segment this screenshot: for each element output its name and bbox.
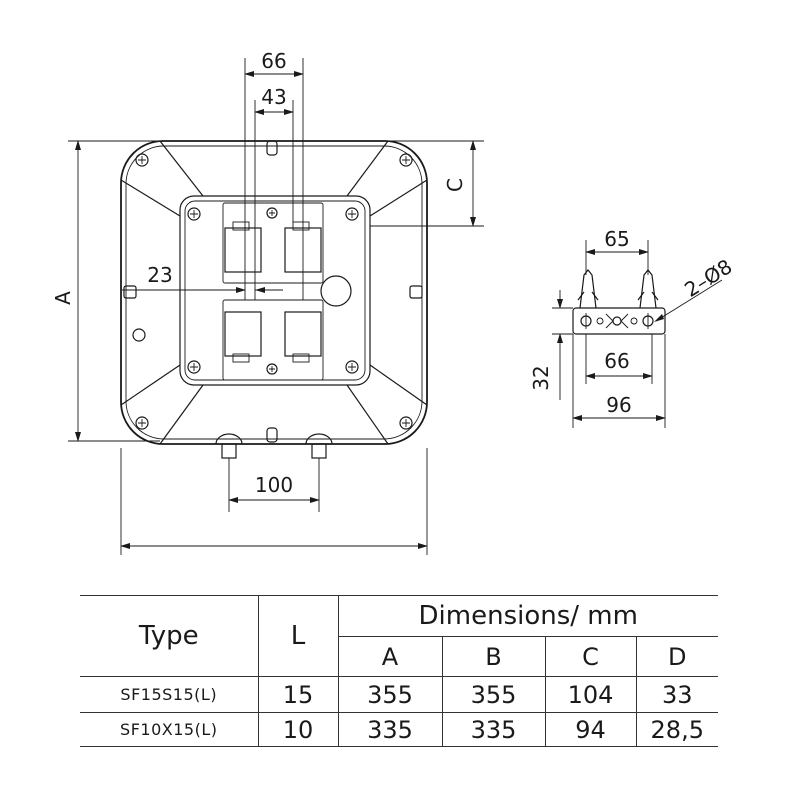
inner-panel	[179, 195, 371, 386]
dim-label-96: 96	[606, 393, 631, 417]
row-b: 335	[441, 712, 546, 747]
table-row: SF15S15(L) 15 355 355 104 33	[80, 676, 718, 713]
dim-label-100: 100	[255, 473, 293, 497]
dim-label-65: 65	[604, 227, 629, 251]
row-a: 335	[337, 712, 443, 747]
cable-inlet-icon	[215, 433, 333, 459]
mounting-slot-icon	[123, 140, 423, 443]
row-b: 355	[441, 676, 546, 713]
bracket-base	[572, 307, 666, 335]
row-type: SF10X15(L)	[80, 712, 259, 747]
l-header: L	[257, 595, 339, 677]
col-header-c: C	[544, 636, 637, 677]
col-header-b: B	[441, 636, 546, 677]
type-header: Type	[80, 595, 259, 677]
row-d: 28,5	[635, 712, 718, 747]
dimensions-header: Dimensions/ mm	[337, 595, 718, 637]
dim-label-23: 23	[147, 263, 172, 287]
dim-label-a: A	[51, 291, 75, 305]
housing-outline	[120, 140, 428, 445]
mounting-hole-icon	[580, 313, 654, 329]
col-header-d: D	[635, 636, 718, 677]
col-header-a: A	[337, 636, 443, 677]
housing-inner-outline	[125, 145, 423, 440]
dim-label-32: 32	[529, 365, 553, 390]
row-a: 355	[337, 676, 443, 713]
row-type: SF15S15(L)	[80, 676, 259, 713]
table-row: SF10X15(L) 10 335 335 94 28,5	[80, 712, 718, 747]
side-hole-icon	[132, 328, 146, 342]
dimensions-table: Type L Dimensions/ mm A B C D SF15S15(L)…	[80, 595, 718, 747]
row-l: 10	[257, 712, 339, 747]
row-c: 104	[544, 676, 637, 713]
dim-label-c: C	[443, 178, 467, 192]
dim-label-66-side: 66	[604, 349, 629, 373]
corner-ribs	[120, 140, 428, 445]
technical-drawing: 66 43 23 100 A C	[51, 49, 736, 555]
screw-icon	[135, 153, 413, 430]
row-l: 15	[257, 676, 339, 713]
cable-gland-icon	[320, 275, 352, 307]
bracket-side-view: 65 2–Ø8 66 96 32	[529, 227, 736, 428]
bracket-post-icon	[577, 269, 659, 309]
dim-label-holes: 2–Ø8	[680, 254, 736, 301]
row-d: 33	[635, 676, 718, 713]
dim-label-66-top: 66	[261, 49, 286, 73]
dim-label-43: 43	[261, 85, 286, 109]
front-view: 66 43 23 100 A C	[51, 49, 484, 555]
row-c: 94	[544, 712, 637, 747]
terminal-blocks	[222, 202, 324, 381]
